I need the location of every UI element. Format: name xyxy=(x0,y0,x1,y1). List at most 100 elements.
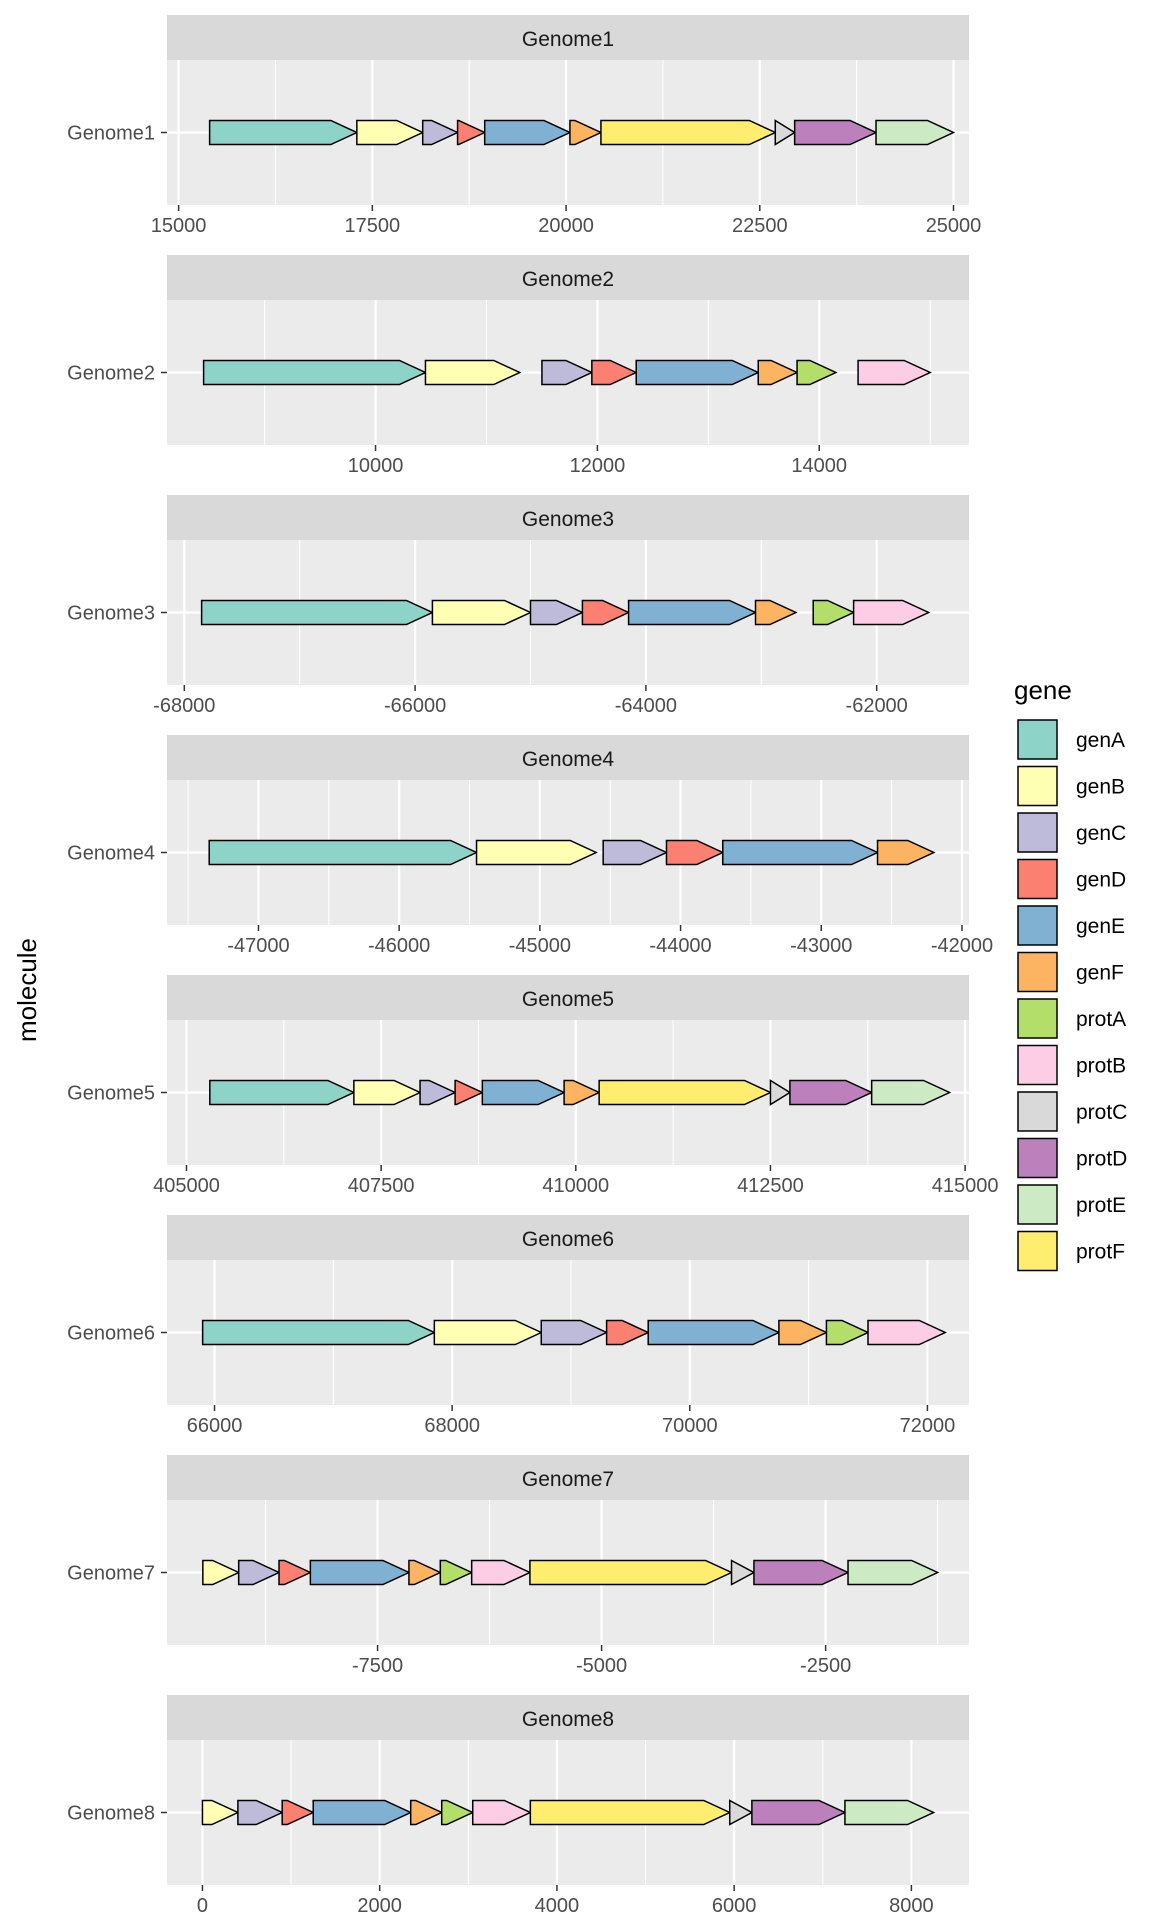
facet-strip-label: Genome3 xyxy=(522,508,614,531)
molecule-label: Genome3 xyxy=(67,603,155,625)
x-tick-label: -5000 xyxy=(576,1655,627,1677)
x-tick-label: 70000 xyxy=(662,1415,718,1437)
gene-arrow-protE xyxy=(844,1799,936,1826)
x-tick-label: 66000 xyxy=(187,1415,243,1437)
x-tick-label: 412500 xyxy=(737,1175,804,1197)
gene-arrow-protB xyxy=(857,359,932,386)
x-tick-label: 407500 xyxy=(348,1175,415,1197)
gene-arrow-genA xyxy=(202,359,428,386)
facet-strip xyxy=(167,1695,969,1740)
molecule-label: Genome4 xyxy=(67,843,155,865)
x-tick-label: -66000 xyxy=(384,695,446,717)
gene-arrow-genE xyxy=(647,1319,781,1346)
x-tick-label: 2000 xyxy=(357,1895,402,1917)
x-tick-label: 10000 xyxy=(348,455,404,477)
x-tick-label: 6000 xyxy=(712,1895,757,1917)
gene-arrow-genA xyxy=(209,1079,356,1106)
gene-arrow-protC xyxy=(774,119,797,146)
gene-arrow-protC xyxy=(728,1799,754,1826)
x-tick-label: 20000 xyxy=(538,215,594,237)
gene-arrow-protA xyxy=(812,599,856,626)
x-tick-label: 12000 xyxy=(570,455,626,477)
x-tick-label: -46000 xyxy=(368,935,430,957)
x-tick-label: -68000 xyxy=(153,695,215,717)
gene-arrow-genF xyxy=(563,1079,601,1106)
gene-arrow-genB xyxy=(202,1559,241,1586)
gene-arrow-protE xyxy=(870,1079,952,1106)
facet-strip-label: Genome2 xyxy=(522,268,614,291)
x-tick-label: -62000 xyxy=(846,695,908,717)
legend-key-genA xyxy=(1017,719,1058,760)
x-tick-label: 17500 xyxy=(345,215,401,237)
legend-key-protA xyxy=(1017,998,1058,1039)
gene-arrow-protB xyxy=(470,1559,532,1586)
gene-arrow-protA xyxy=(439,1559,474,1586)
gene-arrow-genD xyxy=(456,119,487,146)
gene-arrow-protD xyxy=(753,1559,850,1586)
gene-arrow-genC xyxy=(540,1319,609,1346)
facet-strip-label: Genome6 xyxy=(522,1228,614,1251)
legend-title: gene xyxy=(1014,675,1072,705)
facet-strip xyxy=(167,255,969,300)
legend-key-genB xyxy=(1017,765,1058,807)
gene-arrow-genB xyxy=(433,1319,544,1346)
gene-arrow-protB xyxy=(471,1799,533,1826)
gene-arrow-genC xyxy=(602,839,669,866)
facet-panel: Genome4Genome4-47000-46000-45000-44000-4… xyxy=(67,735,993,957)
gene-arrow-genE xyxy=(722,839,880,866)
facet-strip xyxy=(167,975,969,1020)
gene-arrow-genD xyxy=(591,359,639,386)
x-tick-label: 25000 xyxy=(926,215,982,237)
x-tick-label: 4000 xyxy=(535,1895,580,1917)
gene-arrow-genB xyxy=(353,1079,422,1106)
x-tick-label: 14000 xyxy=(791,455,847,477)
facet-strip-label: Genome8 xyxy=(522,1708,614,1731)
legend-label: genD xyxy=(1076,869,1126,892)
gene-arrow-protD xyxy=(751,1799,847,1826)
gene-arrow-protB xyxy=(867,1319,948,1346)
gene-arrow-genC xyxy=(541,359,594,386)
gene-arrow-genB xyxy=(424,359,522,386)
gene-arrow-protF xyxy=(600,119,778,146)
legend-key-protB xyxy=(1017,1044,1058,1086)
gene-arrow-genB xyxy=(201,1799,240,1826)
gene-arrow-genE xyxy=(309,1559,411,1586)
molecule-label: Genome2 xyxy=(67,363,155,385)
gene-arrow-genD xyxy=(581,599,631,626)
gene-arrow-genE xyxy=(483,119,572,146)
gene-arrow-genB xyxy=(475,839,598,866)
gene-arrow-genF xyxy=(757,359,799,386)
x-tick-label: -43000 xyxy=(790,935,852,957)
gene-arrow-genE xyxy=(312,1799,413,1826)
molecule-label: Genome7 xyxy=(67,1563,155,1585)
gene-arrow-genF xyxy=(778,1319,829,1346)
facet-strip xyxy=(167,1455,969,1500)
legend-label: protF xyxy=(1076,1241,1125,1264)
gene-arrow-protD xyxy=(789,1079,874,1106)
gene-arrow-protF xyxy=(529,1559,734,1586)
legend-label: protA xyxy=(1076,1008,1126,1031)
x-tick-label: 0 xyxy=(197,1895,208,1917)
legend-key-genF xyxy=(1017,951,1058,993)
gene-arrow-genF xyxy=(569,119,603,146)
gene-arrow-genD xyxy=(278,1559,313,1586)
legend-label: protD xyxy=(1076,1148,1127,1171)
molecule-label: Genome8 xyxy=(67,1803,155,1825)
gene-arrow-protC xyxy=(730,1559,756,1586)
molecule-label: Genome6 xyxy=(67,1323,155,1345)
gene-arrow-protA xyxy=(440,1799,475,1826)
facet-strip-label: Genome5 xyxy=(522,988,614,1011)
legend-key-protE xyxy=(1017,1184,1058,1225)
y-axis-title: molecule xyxy=(12,938,42,1042)
gene-arrow-genF xyxy=(754,599,798,626)
legend-items: genAgenBgenCgenDgenEgenFprotAprotBprotCp… xyxy=(1017,719,1127,1272)
gene-arrow-genF xyxy=(876,839,936,866)
molecule-label: Genome5 xyxy=(67,1083,155,1105)
x-tick-label: 405000 xyxy=(153,1175,220,1197)
legend: gene genAgenBgenCgenDgenEgenFprotAprotBp… xyxy=(1014,675,1127,1272)
x-tick-label: 15000 xyxy=(151,215,207,237)
